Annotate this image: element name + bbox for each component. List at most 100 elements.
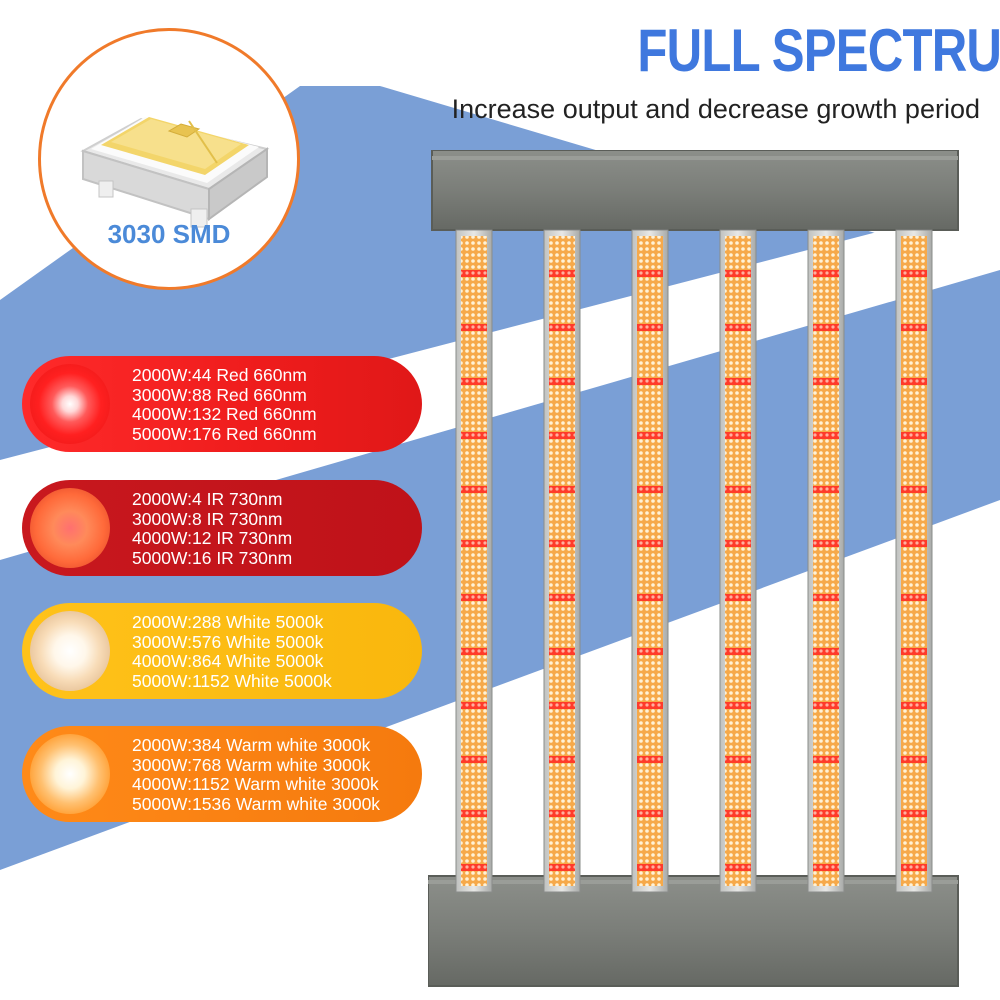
spec-line: 2000W:4 IR 730nm [132,489,283,509]
spec-line: 5000W:1536 Warm white 3000k [132,793,381,814]
red-led-row [725,486,751,493]
red-led-row [901,378,927,385]
spec-card-red: 2000W:44 Red 660nm 3000W:88 Red 660nm 40… [22,356,422,452]
red-led-row [461,594,487,601]
spec-lines: 2000W:384 Warm white 3000k 3000W:768 War… [132,735,381,814]
red-led-row [549,432,575,439]
red-led-row [725,864,751,871]
red-led-row [901,324,927,331]
red-led-icon [30,364,110,444]
red-led-row [813,756,839,763]
led-strip [813,236,839,886]
red-led-row [461,648,487,655]
red-led-row [637,486,663,493]
red-led-row [813,594,839,601]
red-led-row [637,270,663,277]
page-title: FULL SPECTRUM [637,17,1000,84]
ir-led-icon [30,488,110,568]
red-led-row [901,594,927,601]
spec-line: 5000W:1152 White 5000k [132,670,332,691]
red-led-row [637,378,663,385]
spec-line: 3000W:768 Warm white 3000k [132,754,371,775]
red-led-row [725,810,751,817]
red-led-row [549,594,575,601]
spec-line: 4000W:12 IR 730nm [132,528,293,548]
red-led-row [637,432,663,439]
red-led-row [637,756,663,763]
spec-line: 2000W:288 White 5000k [132,612,324,632]
red-led-row [725,594,751,601]
red-led-row [549,648,575,655]
led-strip [901,236,927,886]
red-led-row [813,702,839,709]
red-led-row [813,432,839,439]
spec-lines: 2000W:44 Red 660nm 3000W:88 Red 660nm 40… [132,365,317,444]
red-led-row [637,810,663,817]
red-led-row [461,486,487,493]
led-grow-light-fixture-icon [428,150,959,987]
smd-led-chip-icon [80,117,270,228]
red-led-row [725,324,751,331]
page-subtitle: Increase output and decrease growth peri… [451,94,980,124]
red-led-row [813,864,839,871]
red-led-row [549,756,575,763]
red-led-row [637,540,663,547]
chip-badge: 3030 SMD [38,28,300,290]
red-led-row [813,270,839,277]
spec-line: 4000W:1152 Warm white 3000k [132,774,379,794]
spec-card-white: 2000W:288 White 5000k 3000W:576 White 50… [22,603,422,699]
spec-card-warm-white: 2000W:384 Warm white 3000k 3000W:768 War… [22,726,422,822]
spec-line: 3000W:88 Red 660nm [132,384,307,405]
spec-line: 4000W:132 Red 660nm [132,404,317,424]
spec-lines: 2000W:4 IR 730nm 3000W:8 IR 730nm 4000W:… [132,489,293,568]
red-led-row [813,540,839,547]
red-led-row [813,324,839,331]
led-strip [549,236,575,886]
red-led-row [637,324,663,331]
spec-line: 2000W:44 Red 660nm [132,365,307,385]
red-led-row [637,594,663,601]
red-led-row [901,432,927,439]
red-led-row [901,810,927,817]
red-led-row [461,432,487,439]
led-strip [637,236,663,886]
red-led-row [725,270,751,277]
led-strip [725,236,751,886]
red-led-row [549,702,575,709]
red-led-row [549,270,575,277]
led-strip [461,236,487,886]
red-led-row [549,486,575,493]
red-led-row [901,756,927,763]
red-led-row [725,540,751,547]
spec-line: 3000W:8 IR 730nm [132,508,283,529]
red-led-row [813,378,839,385]
spec-card-ir: 2000W:4 IR 730nm 3000W:8 IR 730nm 4000W:… [22,480,422,576]
chip-label: 3030 SMD [107,219,231,249]
red-led-row [813,648,839,655]
red-led-row [549,810,575,817]
spec-line: 4000W:864 White 5000k [132,651,324,671]
red-led-row [461,702,487,709]
red-led-row [637,702,663,709]
red-led-row [901,702,927,709]
red-led-row [461,324,487,331]
red-led-row [461,270,487,277]
red-led-row [901,486,927,493]
red-led-row [813,486,839,493]
warm-white-led-icon [30,734,110,814]
spec-line: 3000W:576 White 5000k [132,631,324,652]
red-led-row [813,810,839,817]
red-led-row [549,864,575,871]
red-led-row [461,864,487,871]
red-led-row [901,864,927,871]
red-led-row [901,540,927,547]
red-led-row [725,648,751,655]
red-led-row [725,432,751,439]
red-led-row [461,540,487,547]
red-led-row [725,702,751,709]
spec-lines: 2000W:288 White 5000k 3000W:576 White 50… [132,612,332,691]
red-led-row [461,756,487,763]
red-led-row [549,378,575,385]
red-led-row [637,864,663,871]
red-led-row [901,270,927,277]
